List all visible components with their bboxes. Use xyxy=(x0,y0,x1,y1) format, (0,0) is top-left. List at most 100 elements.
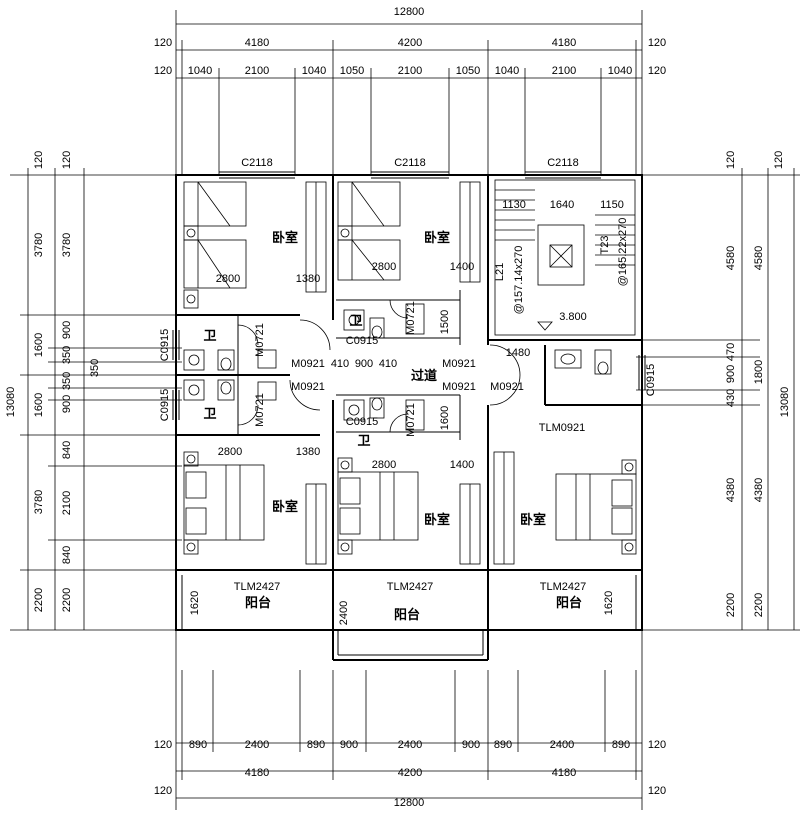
bath-window-1: C0915 xyxy=(159,329,171,361)
dim-bot-r1-9: 890 xyxy=(612,739,630,751)
w1400-1: 1400 xyxy=(450,261,474,273)
dim-left-i-7: 840 xyxy=(61,441,73,459)
annotation-labels: C2118 C2118 C2118 2800 1380 2800 1400 C0… xyxy=(159,157,657,625)
bath-window-2: C0915 xyxy=(159,389,171,421)
dim-top-r2-7: 1040 xyxy=(495,65,519,77)
dim-left-i-0: 120 xyxy=(61,151,73,169)
w1380-1: 1380 xyxy=(296,273,320,285)
dim-left-i-9: 840 xyxy=(61,546,73,564)
dim-left-i-2: 900 xyxy=(61,321,73,339)
room-balcony-r: 阳台 xyxy=(556,595,582,610)
furniture xyxy=(183,179,637,565)
w2400-m: 2400 xyxy=(338,601,350,625)
room-bedroom-br: 卧室 xyxy=(520,512,546,527)
room-bedroom-tl: 卧室 xyxy=(272,230,298,245)
right-dimensions: 13080 120 120 4580 4580 470 900 430 1800… xyxy=(725,151,791,617)
room-bedroom-bl: 卧室 xyxy=(272,499,298,514)
dimension-lines xyxy=(10,10,800,810)
dim-right-i-0: 120 xyxy=(725,151,737,169)
mid-410a: 410 xyxy=(331,358,349,370)
dim-left-total: 13080 xyxy=(5,387,17,418)
dim-right-i-5: 4380 xyxy=(725,478,737,502)
dim-top-r2-2: 2100 xyxy=(245,65,269,77)
dim-left-o-5: 2200 xyxy=(33,588,45,612)
balcony-door-1: TLM2427 xyxy=(234,581,280,593)
dim-bot-r1-10: 120 xyxy=(648,739,666,751)
w1500: 1500 xyxy=(439,310,451,334)
dim-right-o-2: 1800 xyxy=(753,360,765,384)
windows xyxy=(172,171,646,420)
room-balcony-m: 阳台 xyxy=(394,607,420,622)
window-label-3: C2118 xyxy=(547,157,579,169)
dim-right-i-4: 430 xyxy=(725,389,737,407)
room-bedroom-bm: 卧室 xyxy=(424,512,450,527)
bath-door-right: TLM0921 xyxy=(539,422,585,434)
room-bath-m1: 卫 xyxy=(349,313,362,328)
balcony-door-3: TLM2427 xyxy=(540,581,586,593)
dim-right-o-3: 4380 xyxy=(753,478,765,502)
stair-1130: 1130 xyxy=(502,199,526,211)
dim-right-o-1: 4580 xyxy=(753,246,765,270)
dim-right-i-6: 2200 xyxy=(725,593,737,617)
dim-left-o-4: 3780 xyxy=(33,490,45,514)
w2800-3: 2800 xyxy=(218,446,242,458)
room-bedroom-tm: 卧室 xyxy=(424,230,450,245)
dim-top-r2-9: 1040 xyxy=(608,65,632,77)
dim-left-o-0: 120 xyxy=(33,151,45,169)
room-bath-l1: 卫 xyxy=(203,328,216,343)
door-m2: M0921 xyxy=(442,381,476,393)
dim-bot-total: 12800 xyxy=(394,797,425,809)
dim-left-o-1: 3780 xyxy=(33,233,45,257)
dim-right-i-3: 900 xyxy=(725,365,737,383)
dim-bot-r2-2: 4180 xyxy=(552,767,576,779)
mid-900: 900 xyxy=(355,358,373,370)
dim-bot-r1-3: 890 xyxy=(307,739,325,751)
bath-window-m2: C0915 xyxy=(346,416,378,428)
dim-top-r2-6: 1050 xyxy=(456,65,480,77)
dim-left-i-5: 900 xyxy=(61,395,73,413)
dim-top-r1-2: 4200 xyxy=(398,37,422,49)
dim-top-r2-0: 120 xyxy=(154,65,172,77)
dim-left-o-2: 1600 xyxy=(33,333,45,357)
w1480: 1480 xyxy=(506,347,530,359)
walls xyxy=(175,174,643,661)
bath-window-m1: C0915 xyxy=(346,335,378,347)
dim-bot-r1-8: 2400 xyxy=(550,739,574,751)
dim-left-i-1: 3780 xyxy=(61,233,73,257)
dim-left-i-4: 350 xyxy=(61,372,73,390)
stair-t23: T23 xyxy=(599,236,611,255)
w2800-2: 2800 xyxy=(372,261,396,273)
dim-bot-r1-0: 120 xyxy=(154,739,172,751)
dim-right-total: 13080 xyxy=(779,387,791,418)
dim-bot-r1-6: 900 xyxy=(462,739,480,751)
dim-top-r1-4: 120 xyxy=(648,37,666,49)
top-dimensions: 12800 120 4180 4200 4180 120 120 1040 21… xyxy=(154,6,666,77)
w2800-1: 2800 xyxy=(216,273,240,285)
dim-top-r1-0: 120 xyxy=(154,37,172,49)
stair-1150: 1150 xyxy=(600,199,624,211)
w1400-2: 1400 xyxy=(450,459,474,471)
bath-window-3: C0915 xyxy=(645,364,657,396)
room-balcony-l: 阳台 xyxy=(245,595,271,610)
dim-bot-r1-7: 890 xyxy=(494,739,512,751)
bath-door-2: M0721 xyxy=(254,393,266,427)
dim-bot-r3-0: 120 xyxy=(154,785,172,797)
w2800-4: 2800 xyxy=(372,459,396,471)
stair-left: @157.14x270 xyxy=(513,246,525,315)
dim-right-i-1: 4580 xyxy=(725,246,737,270)
bottom-dimensions: 120 890 2400 890 900 2400 900 890 2400 8… xyxy=(154,739,666,809)
dim-bot-r1-2: 2400 xyxy=(245,739,269,751)
dim-bot-r2-0: 4180 xyxy=(245,767,269,779)
dim-right-i-2: 470 xyxy=(725,343,737,361)
w1380-2: 1380 xyxy=(296,446,320,458)
dim-left-i-6: 350 xyxy=(89,359,101,377)
room-labels: 卧室 卧室 卫 卫 卫 卫 过道 卧室 卧室 卧室 阳台 阳台 阳台 xyxy=(203,230,582,622)
w1600: 1600 xyxy=(439,406,451,430)
stair-right: @165.22x270 xyxy=(617,218,629,287)
window-label-2: C2118 xyxy=(394,157,426,169)
door-r1: M0921 xyxy=(490,381,524,393)
bath-door-1: M0721 xyxy=(254,323,266,357)
dim-left-i-8: 2100 xyxy=(61,491,73,515)
bath-door-4: M0721 xyxy=(405,403,417,437)
